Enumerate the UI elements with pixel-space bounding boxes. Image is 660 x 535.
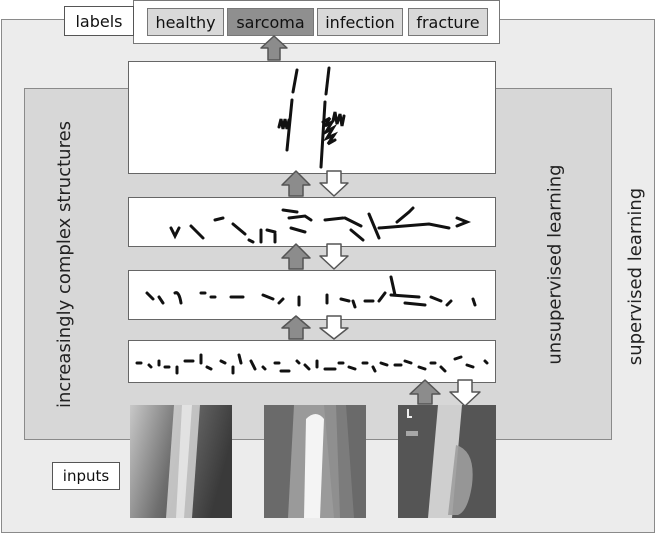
up-arrow-icon xyxy=(281,170,311,197)
feature-layer-4 xyxy=(128,61,496,174)
up-arrow-icon xyxy=(260,35,288,61)
label-sarcoma: sarcoma xyxy=(227,8,314,36)
label-fracture: fracture xyxy=(408,8,488,36)
layer-3-strokes xyxy=(169,206,472,244)
down-arrow-icon xyxy=(319,315,349,340)
feature-layer-3 xyxy=(128,197,496,247)
xray-input-2 xyxy=(264,405,366,518)
layer-4-strokes xyxy=(277,66,346,169)
label-infection: infection xyxy=(317,8,403,36)
down-arrow-icon xyxy=(449,379,481,407)
layer-1-strokes xyxy=(135,353,489,375)
down-arrow-icon xyxy=(319,243,349,270)
layer-2-strokes xyxy=(145,275,477,309)
inputs-tag: inputs xyxy=(52,462,120,490)
label-healthy: healthy xyxy=(147,8,224,36)
labels-box: healthy sarcoma infection fracture xyxy=(133,0,500,44)
down-arrow-icon xyxy=(319,170,349,197)
up-arrow-icon xyxy=(409,379,441,405)
up-arrow-icon xyxy=(281,315,311,340)
labels-tag: labels xyxy=(64,6,134,36)
feature-layer-2 xyxy=(128,270,496,320)
feature-layer-1 xyxy=(128,340,496,383)
up-arrow-icon xyxy=(281,243,311,270)
xray-input-1 xyxy=(130,405,232,518)
xray-input-3 xyxy=(398,405,496,518)
